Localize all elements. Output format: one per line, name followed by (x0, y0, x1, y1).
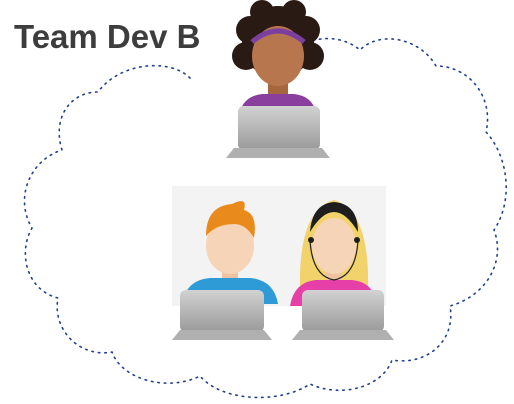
developer-woman-blonde-headphones-icon (290, 200, 394, 340)
developer-man-orange-hair-icon (172, 201, 278, 340)
developer-woman-curly-hair-icon (226, 0, 330, 158)
diagram-title: Team Dev B (14, 18, 201, 55)
